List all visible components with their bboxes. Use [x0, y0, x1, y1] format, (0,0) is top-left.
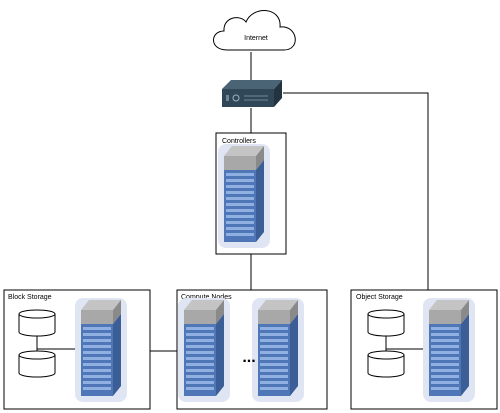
more-nodes-ellipsis: ... — [242, 349, 255, 366]
block-disk-icon — [18, 350, 56, 378]
block-disk-icon — [18, 309, 56, 337]
block-storage-label: Block Storage — [8, 294, 52, 301]
compute-server-rack-icon — [178, 298, 230, 402]
link-router-object-storage — [283, 92, 429, 290]
object-disk-icon — [367, 350, 405, 378]
block-storage-box — [3, 289, 151, 410]
connections — [36, 52, 432, 355]
router-icon — [222, 80, 282, 107]
object-disk-icon — [367, 309, 405, 337]
block-storage-server-rack-icon — [75, 298, 127, 402]
compute-server-rack-icon — [252, 298, 304, 402]
object-storage-label: Object Storage — [356, 294, 403, 301]
controllers-box — [215, 132, 287, 255]
object-storage-box — [350, 289, 498, 410]
internet-label: Internet — [244, 35, 268, 42]
compute-nodes-label: Compute Nodes — [181, 294, 232, 301]
compute-nodes-box — [176, 289, 328, 410]
internet-cloud-icon — [213, 10, 296, 51]
controller-server-rack-icon — [218, 144, 270, 248]
controllers-label: Controllers — [222, 138, 256, 145]
object-storage-server-rack-icon — [423, 298, 475, 402]
